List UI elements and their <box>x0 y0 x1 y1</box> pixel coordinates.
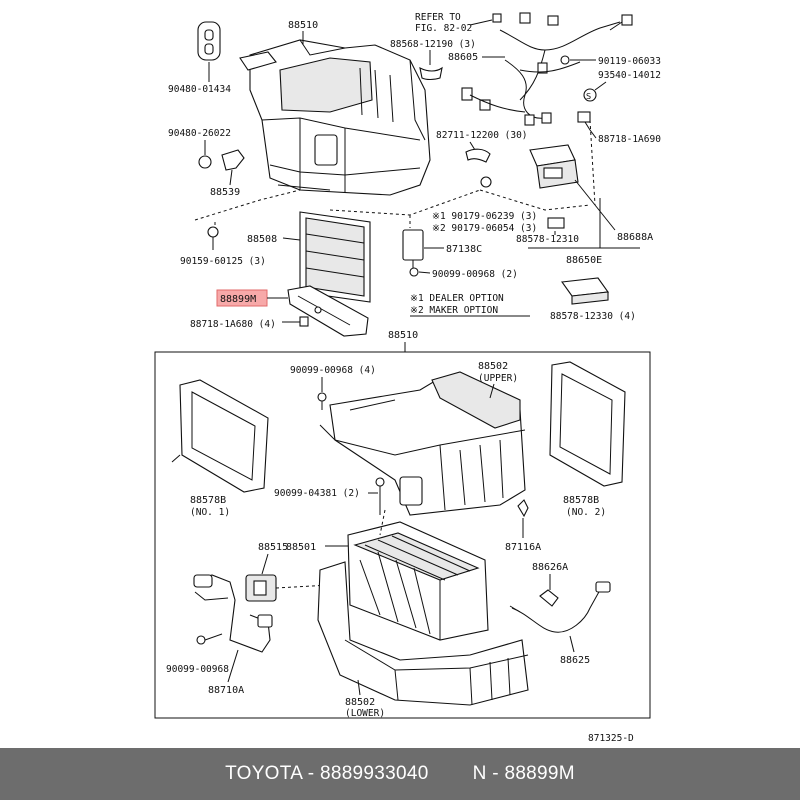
nut-icon <box>480 176 492 188</box>
label-88688a: 88688A <box>617 232 653 243</box>
label-88718-1a680: 88718-1A680 (4) <box>190 319 276 330</box>
clip-88718-icon <box>299 316 309 327</box>
long-screw-icon <box>375 477 385 515</box>
label-88650e: 88650E <box>566 255 602 266</box>
parts-diagram: 88510 REFER TO FIG. 82-02 88568-12190 (3… <box>154 12 661 744</box>
label-90099-00968: 90099-00968 <box>166 664 229 675</box>
sensor-87138c-drawing <box>402 229 424 268</box>
plug-icon <box>198 155 212 169</box>
label-lower: (LOWER) <box>345 708 385 719</box>
part-number-footer: TOYOTA - 8889933040 N - 88899M <box>0 748 800 800</box>
label-88578b-no2: 88578B <box>563 495 599 506</box>
link-87116a-icon <box>517 499 529 518</box>
label-88625: 88625 <box>560 655 590 666</box>
heater-unit-assembly-drawing <box>239 39 431 196</box>
label-82711-12200: 82711-12200 (30) <box>436 130 528 141</box>
air-filter-88508-drawing <box>299 211 371 303</box>
screw-icon: S <box>583 88 597 102</box>
connector-small-icon <box>492 12 559 26</box>
clamp-icon <box>419 66 443 81</box>
grommet-icon <box>197 21 221 61</box>
label-88515: 88515 <box>258 542 288 553</box>
label-90099-04381: 90099-04381 (2) <box>274 488 360 499</box>
screw-90099-icon <box>409 267 419 277</box>
hose-icon <box>221 149 245 171</box>
bolt-icon <box>560 55 570 65</box>
oem-part-number: TOYOTA - 8889933040 <box>225 763 429 784</box>
note-maker-option: ※2 MAKER OPTION <box>410 305 498 316</box>
label-88578-12330: 88578-12330 (4) <box>550 311 636 322</box>
upper-case-88502-drawing <box>319 371 526 516</box>
label-88899m[interactable]: 88899M <box>220 294 256 305</box>
label-90179-06054: ※2 90179-06054 (3) <box>432 223 537 234</box>
label-no2: (NO. 2) <box>566 507 606 518</box>
label-90159-60125: 90159-60125 (3) <box>180 256 266 267</box>
label-refer-fig: FIG. 82-02 <box>415 23 472 34</box>
label-90480-26022: 90480-26022 <box>168 128 231 139</box>
screw-90099-lower-icon <box>196 633 223 645</box>
evaporator-88501-drawing <box>347 521 489 641</box>
label-90480-01434: 90480-01434 <box>168 84 231 95</box>
label-refer-to: REFER TO <box>415 12 461 23</box>
label-88510-box: 88510 <box>388 330 418 341</box>
label-no1: (NO. 1) <box>190 507 230 518</box>
label-88578b-no1: 88578B <box>190 495 226 506</box>
label-upper: (UPPER) <box>478 373 518 384</box>
filter-frame-no2-drawing <box>549 361 626 487</box>
label-88605: 88605 <box>448 52 478 63</box>
exploded-view-frame <box>154 351 651 719</box>
thermistor-88625-drawing <box>509 581 611 633</box>
label-88578-12310: 88578-12310 <box>516 234 579 245</box>
bolt-90159-icon <box>207 226 219 250</box>
label-87138c: 87138C <box>446 244 482 255</box>
filter-frame-no1-drawing <box>171 379 269 493</box>
clip-icon <box>465 148 491 163</box>
label-88508: 88508 <box>247 234 277 245</box>
label-88502-lower: 88502 <box>345 697 375 708</box>
new-part-number: N - 88899M <box>472 763 575 784</box>
clip-small-icon <box>577 111 591 123</box>
pipe-88710a-drawing <box>193 574 273 653</box>
figure-number: 871325-D <box>588 733 634 744</box>
expansion-valve-88515-drawing <box>245 574 277 602</box>
module-88688a-drawing <box>529 144 579 189</box>
label-88501: 88501 <box>286 542 316 553</box>
bracket-88899m-drawing <box>287 285 369 337</box>
label-88539: 88539 <box>210 187 240 198</box>
label-90179-06239: ※1 90179-06239 (3) <box>432 211 537 222</box>
label-90099-00968-4: 90099-00968 (4) <box>290 365 376 376</box>
label-90119-06033: 90119-06033 <box>598 56 661 67</box>
clip-88626a-icon <box>539 589 559 607</box>
filter-pad-88578-12330-drawing <box>561 277 609 305</box>
label-93540-14012: 93540-14012 <box>598 70 661 81</box>
label-87116a: 87116A <box>505 542 541 553</box>
label-88718-1a690: 88718-1A690 <box>598 134 661 145</box>
wire-harness-drawing <box>461 14 633 126</box>
label-88568-12190: 88568-12190 (3) <box>390 39 476 50</box>
label-90099-00968-2: 90099-00968 (2) <box>432 269 518 280</box>
label-88710a: 88710A <box>208 685 244 696</box>
note-dealer-option: ※1 DEALER OPTION <box>410 293 504 304</box>
label-88626a: 88626A <box>532 562 568 573</box>
filter-pad-small-drawing <box>547 217 565 229</box>
lower-case-88502-drawing <box>317 561 529 706</box>
label-88510-top: 88510 <box>288 20 318 31</box>
label-88502-upper: 88502 <box>478 361 508 372</box>
screw-upper-icon <box>317 392 327 410</box>
svg-text:S: S <box>586 92 591 101</box>
